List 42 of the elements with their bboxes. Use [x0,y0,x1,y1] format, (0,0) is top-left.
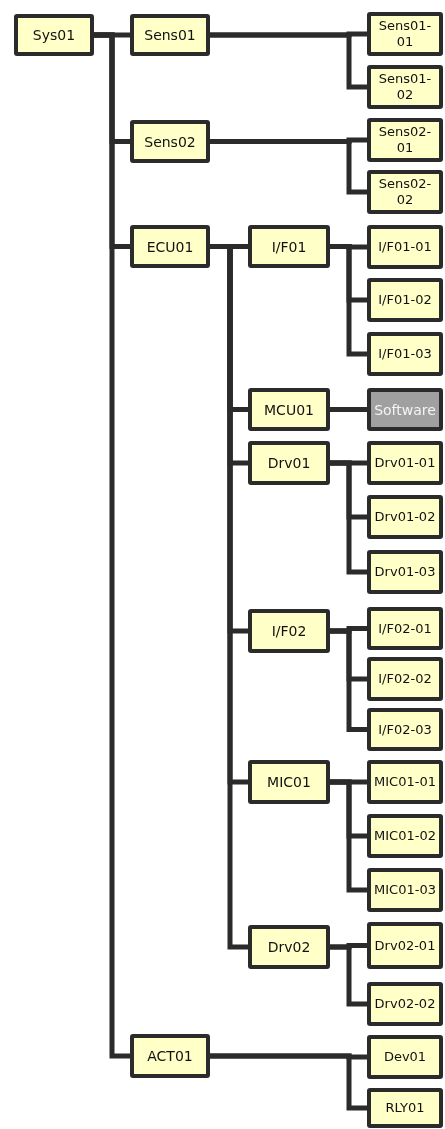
tree-node-box: I/F02-01 [367,607,443,650]
tree-node-box: ECU01 [130,225,210,268]
tree-node-box: MCU01 [248,388,330,431]
tree-node-box: Sys01 [14,14,94,56]
tree-node-box: MIC01-02 [367,814,443,858]
tree-node-box: Drv02-01 [367,922,443,969]
connector-line [210,32,367,90]
tree-node-box: Sens02-02 [367,170,443,214]
tree-node-box: ACT01 [130,1034,210,1078]
tree-node-box: Drv02-02 [367,982,443,1026]
connector-line [210,1053,367,1111]
tree-node-box: I/F01-03 [367,332,443,376]
tree-node-box: I/F02-02 [367,657,443,701]
tree-node-box: Drv01-03 [367,550,443,594]
tree-node-box: Dev01 [367,1035,443,1079]
tree-node-box: Sens01-02 [367,65,443,109]
tree-node-box: RLY01 [367,1088,443,1128]
connector-line [94,32,130,1059]
connector-line [330,779,367,893]
tree-node-box: Drv02 [248,925,330,969]
connector-line [210,139,367,195]
tree-node-box: I/F01-02 [367,278,443,322]
tree-node-box: I/F01 [248,225,330,268]
connector-line [330,628,367,732]
tree-node-box: Sens02-01 [367,118,443,162]
tree-node-box: I/F01-01 [367,225,443,269]
tree-node-box: MIC01 [248,760,330,804]
tree-node-box: MIC01-01 [367,760,443,804]
tree-node-box: I/F02 [248,609,330,653]
connector-line [330,244,367,357]
tree-node-box: I/F02-03 [367,708,443,751]
tree-node-box: Drv01-02 [367,495,443,539]
tree-node-box: Sens01 [130,14,210,56]
connector-line [330,407,367,412]
connector-line [330,944,367,1007]
connector-line [330,460,367,575]
tree-node-box: Drv01-01 [367,441,443,485]
tree-node-box: MIC01-03 [367,868,443,912]
software-box: Software [367,388,443,431]
tree-node-box: Sens01-01 [367,12,443,56]
tree-node-box: Drv01 [248,441,330,485]
tree-node-box: Sens02 [130,120,210,163]
